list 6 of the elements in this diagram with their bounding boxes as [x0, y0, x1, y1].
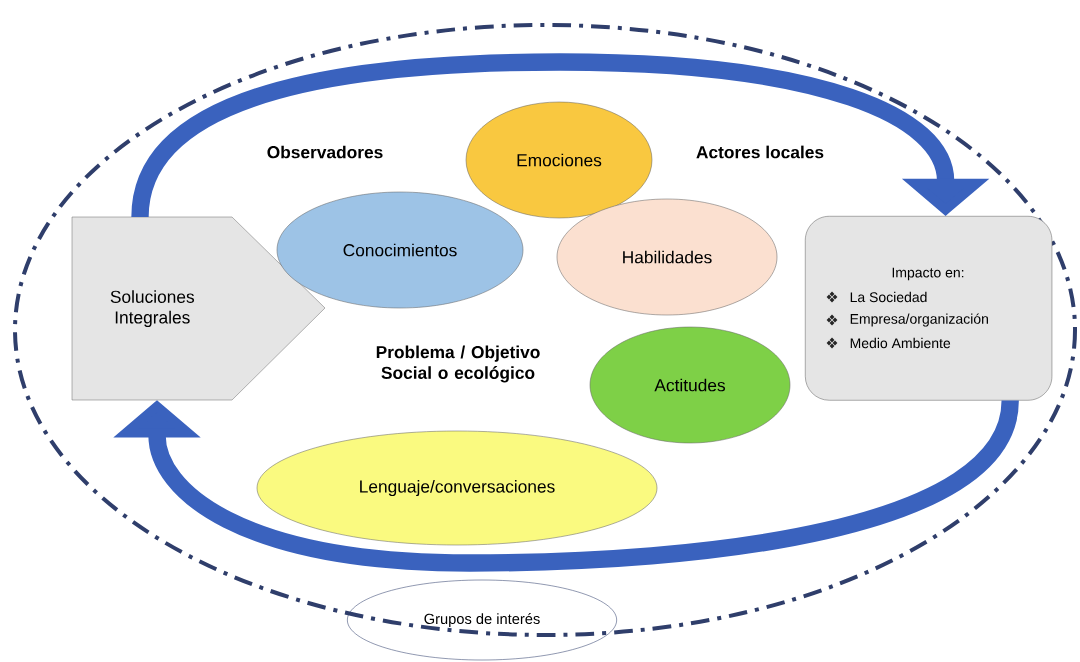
bold-label: Problema / Objetivo Social o ecológico: [376, 345, 540, 383]
rounded-box: Impacto en: La Sociedad Empresa/organización Medio Ambiente: [805, 216, 1053, 401]
bold-label: Observadores: [267, 145, 383, 159]
curved-arrow: [131, 53, 990, 219]
bold-label: Actores locales: [696, 145, 824, 159]
pentagon-arrow-box: Soluciones Integrales: [71, 216, 326, 401]
